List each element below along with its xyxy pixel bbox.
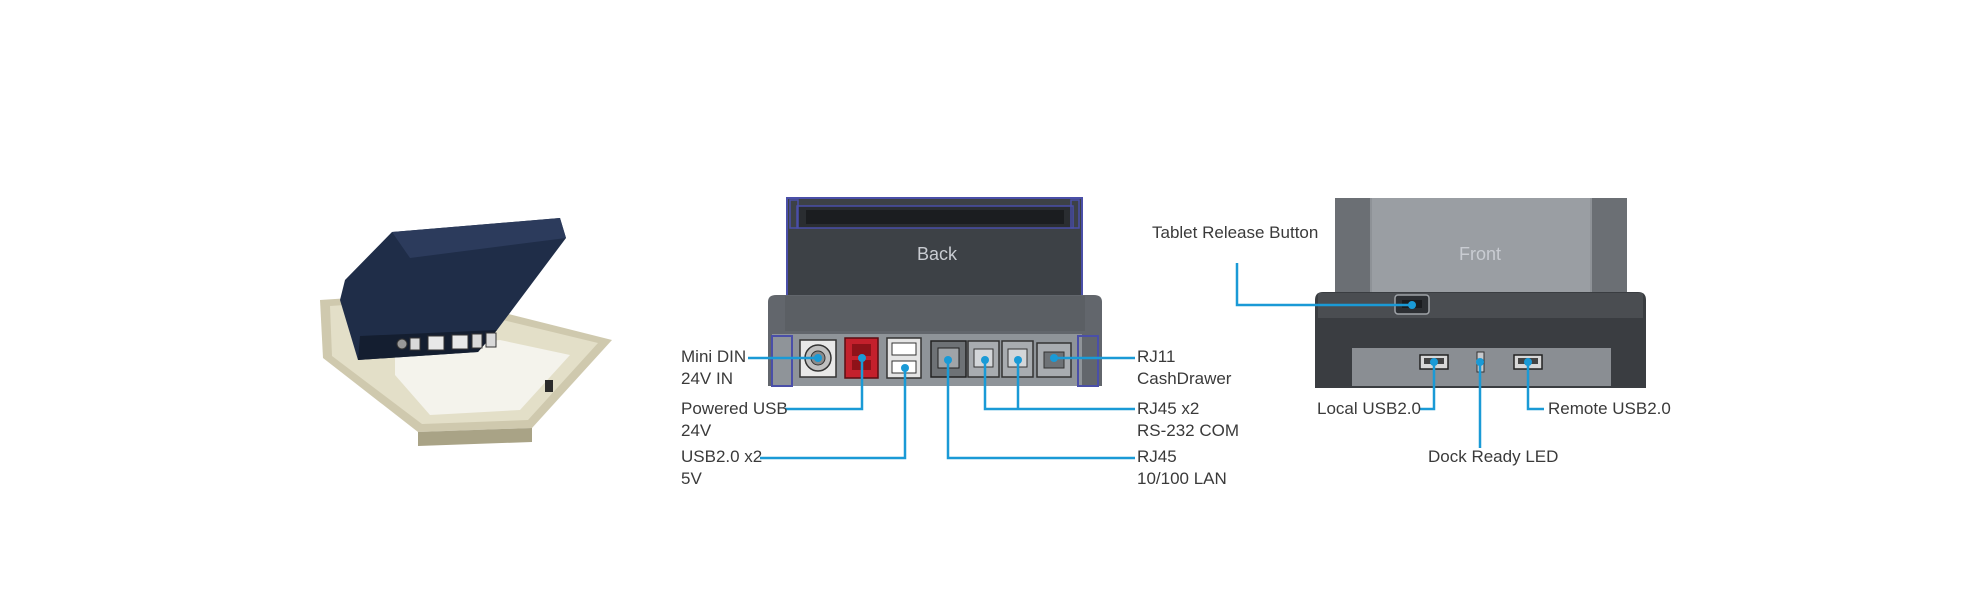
back-tablet-slot-inner	[806, 210, 1064, 224]
label-rj45-lan: RJ45 10/100 LAN	[1137, 446, 1227, 490]
photo-port	[452, 335, 468, 349]
label-line: RS-232 COM	[1137, 420, 1239, 442]
label-line: 5V	[681, 468, 762, 490]
back-caption: Back	[887, 244, 987, 265]
photo-port	[410, 338, 420, 350]
label-line: USB2.0 x2	[681, 446, 762, 468]
usb-slot	[892, 343, 916, 355]
label-line: RJ11	[1137, 346, 1231, 368]
label-line: CashDrawer	[1137, 368, 1231, 390]
front-caption: Front	[1430, 244, 1530, 265]
callout-dot	[981, 356, 989, 364]
photo-port	[486, 333, 496, 347]
callout-dot	[1014, 356, 1022, 364]
callout-dot	[1476, 358, 1484, 366]
back-base-upper	[785, 296, 1085, 331]
photo-port	[397, 339, 407, 349]
front-tablet-edge	[1335, 198, 1370, 293]
label-line: RJ45	[1137, 446, 1227, 468]
label-remote-usb: Remote USB2.0	[1548, 398, 1671, 420]
label-line: RJ45 x2	[1137, 398, 1239, 420]
photo-port	[472, 334, 482, 348]
dock-base-slot	[545, 380, 553, 392]
callout-dot	[814, 354, 822, 362]
label-line: Mini DIN	[681, 346, 746, 368]
label-line: 24V IN	[681, 368, 746, 390]
label-line: Powered USB	[681, 398, 788, 420]
callout-dot	[944, 356, 952, 364]
callout-dot	[858, 354, 866, 362]
label-rj11: RJ11 CashDrawer	[1137, 346, 1231, 390]
photo-port	[428, 336, 444, 350]
label-usb-x2: USB2.0 x2 5V	[681, 446, 762, 490]
label-mini-din: Mini DIN 24V IN	[681, 346, 746, 390]
label-release-button: Tablet Release Button	[1152, 222, 1318, 244]
label-rj45-x2: RJ45 x2 RS-232 COM	[1137, 398, 1239, 442]
callout-dot	[1430, 358, 1438, 366]
label-line: 24V	[681, 420, 788, 442]
label-powered-usb: Powered USB 24V	[681, 398, 788, 442]
callout-dot	[1408, 301, 1416, 309]
callout-dot	[1050, 354, 1058, 362]
front-tablet-edge	[1592, 198, 1627, 293]
callout-dot	[1524, 358, 1532, 366]
label-local-usb: Local USB2.0	[1317, 398, 1421, 420]
label-line: 10/100 LAN	[1137, 468, 1227, 490]
label-dock-led: Dock Ready LED	[1428, 446, 1558, 468]
back-view	[748, 198, 1135, 458]
dock-photo	[320, 218, 612, 446]
callout-dot	[901, 364, 909, 372]
